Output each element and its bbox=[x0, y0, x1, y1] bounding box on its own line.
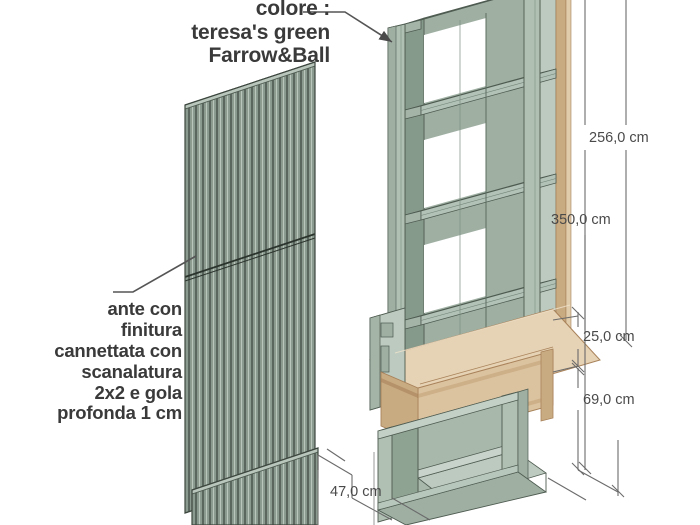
dimension-label-height-total: 350,0 cm bbox=[551, 212, 611, 228]
left-upright bbox=[387, 23, 406, 391]
dimension-label-base-height: 69,0 cm bbox=[583, 392, 635, 408]
base-cabinet bbox=[376, 388, 548, 525]
color-note-line-1: colore : bbox=[255, 0, 330, 20]
dimension-depth-right bbox=[547, 440, 625, 501]
projection-guides bbox=[317, 452, 375, 525]
door-note-line-4: scanalatura bbox=[81, 360, 182, 382]
color-note-annotation: colore : teresa's green Farrow&Ball bbox=[120, 0, 330, 68]
door-note-line-6: profonda 1 cm bbox=[57, 402, 182, 424]
dimension-256 bbox=[584, 0, 633, 348]
dimension-label-height-upper: 256,0 cm bbox=[589, 130, 649, 146]
leader-door-note bbox=[113, 255, 197, 293]
door-note-line-3: cannettata con bbox=[54, 339, 182, 361]
fluted-door-panel-large bbox=[184, 61, 316, 514]
dimension-69 bbox=[571, 362, 585, 476]
door-note-line-2: finitura bbox=[120, 318, 182, 340]
dimension-47 bbox=[317, 448, 431, 521]
door-note-line-1: ante con bbox=[107, 298, 183, 319]
door-note-line-5: 2x2 e gola bbox=[94, 381, 183, 403]
fluted-door-panel-small bbox=[191, 447, 319, 525]
dimension-350 bbox=[578, 235, 592, 475]
color-note-line-2: teresa's green bbox=[191, 20, 330, 44]
color-note-line-3: Farrow&Ball bbox=[208, 44, 331, 68]
shelving-unit bbox=[387, 0, 572, 391]
dimension-label-depth: 47,0 cm bbox=[330, 484, 382, 500]
dimension-25 bbox=[552, 306, 585, 373]
shelf-openings bbox=[424, 18, 486, 313]
leader-color-note bbox=[303, 11, 393, 43]
dimension-label-bench-thickness: 25,0 cm bbox=[583, 329, 635, 345]
door-note-annotation: ante con finitura cannettata con scanala… bbox=[0, 298, 183, 424]
